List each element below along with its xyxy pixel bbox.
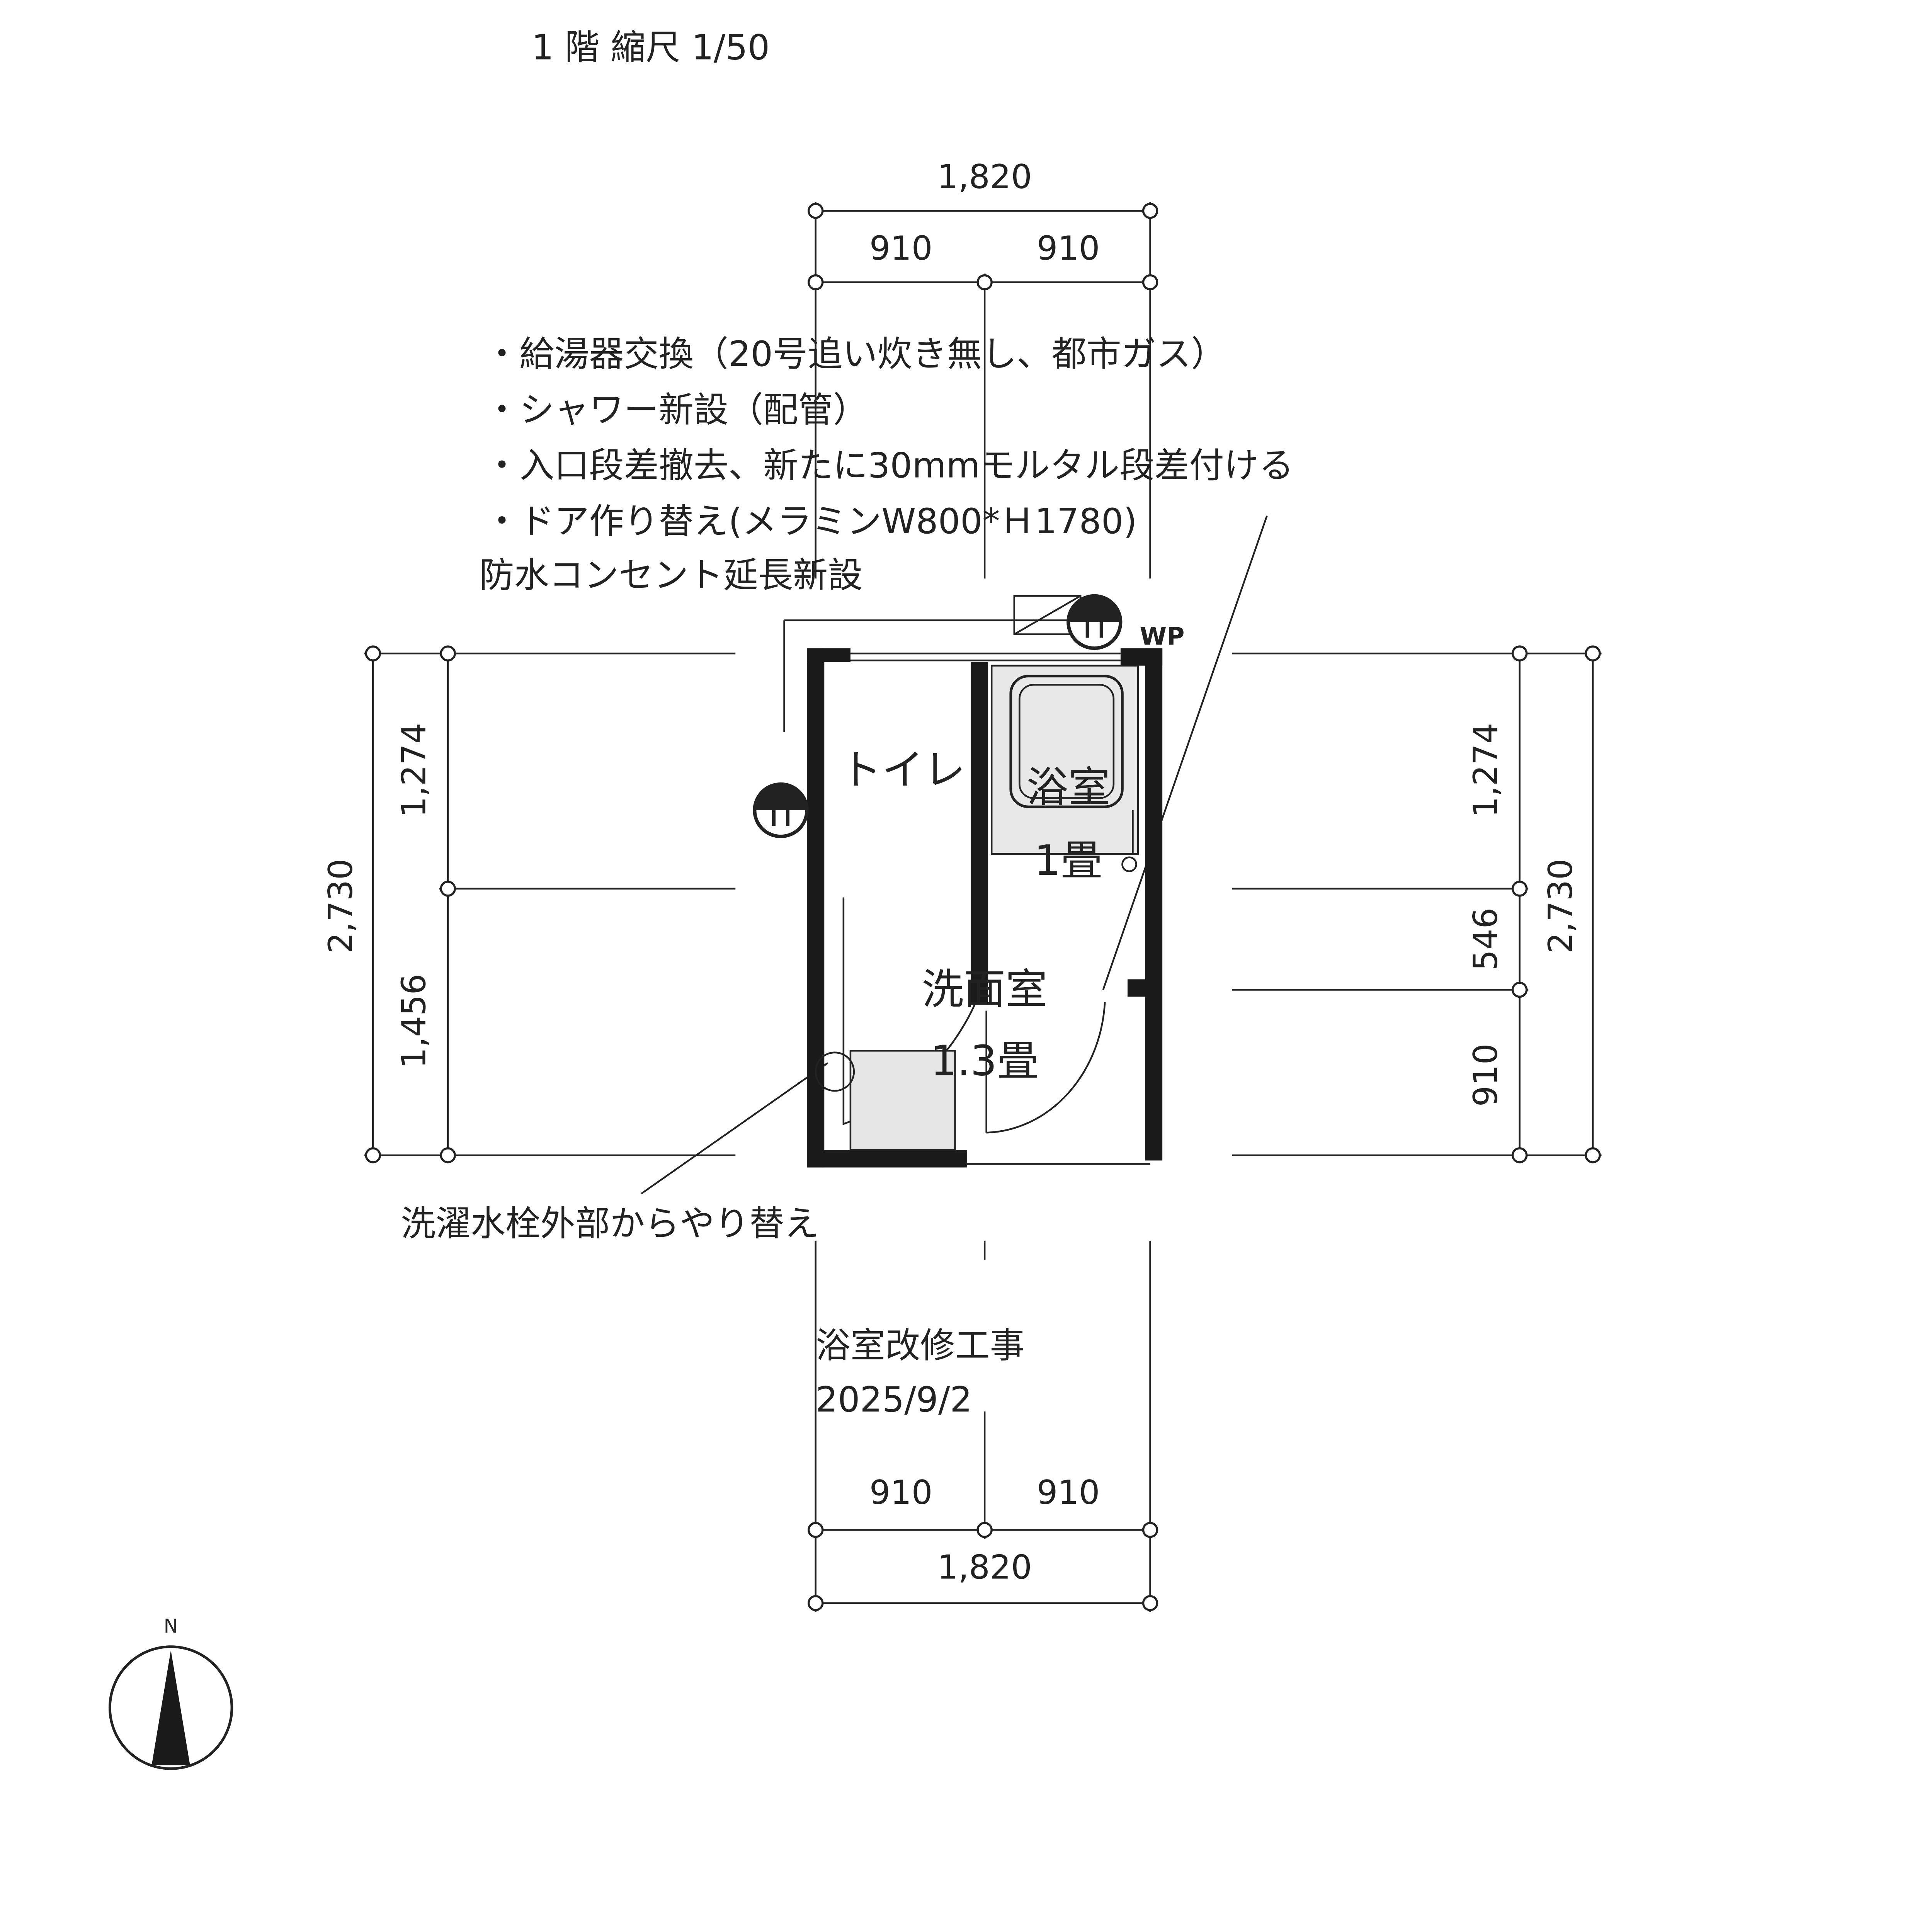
- note-item: ・ドア作り替え(メラミンW800*Ｈ1780): [485, 501, 1137, 542]
- dim-right-upper: 1,274: [1466, 723, 1505, 818]
- dim-left-total: 2,730: [321, 859, 360, 953]
- dim-right-total: 2,730: [1541, 859, 1580, 953]
- dim-bottom-left: 910: [869, 1473, 933, 1512]
- project-name: 浴室改修工事: [816, 1325, 1025, 1366]
- washing-machine: [849, 1050, 956, 1151]
- left-dimensions: 2,730 1,274 1,456: [321, 645, 736, 1163]
- note-item: ・シャワー新設（配管）: [485, 389, 868, 430]
- room-label-washroom: 洗面室: [922, 965, 1048, 1014]
- note-item: ・入口段差撤去、新たに30mmモルタル段差付ける: [485, 446, 1294, 486]
- dim-bottom-total: 1,820: [937, 1548, 1032, 1587]
- drawing-title: 1 階 縮尺 1/50: [532, 27, 770, 68]
- dim-bottom-right: 910: [1037, 1473, 1100, 1512]
- bottom-dimensions: 910 910 1,820: [807, 1240, 1158, 1612]
- top-dimensions: 1,820 910 910: [807, 158, 1158, 579]
- dim-top-total: 1,820: [937, 158, 1032, 196]
- dim-right-middle: 546: [1466, 908, 1505, 971]
- dim-left-upper: 1,274: [395, 723, 434, 818]
- floor-plan-drawing: 1 階 縮尺 1/50 1,820 910 910 ・給湯器交換（20号追い炊き…: [108, 27, 1602, 1770]
- dim-right-lower: 910: [1466, 1044, 1505, 1107]
- plan: [807, 595, 1163, 1168]
- outlet-icon: [1067, 594, 1123, 650]
- north-label: N: [164, 1615, 178, 1638]
- faucet-note: 洗濯水栓外部からやり替え: [401, 1203, 819, 1244]
- dim-left-lower: 1,456: [395, 974, 434, 1068]
- wp-label: WP: [1140, 622, 1185, 651]
- dim-top-left: 910: [869, 229, 933, 268]
- leader-line: [1102, 515, 1268, 990]
- north-arrow-icon: N: [108, 1615, 233, 1770]
- right-dimensions: 1,274 546 910 2,730: [1232, 645, 1602, 1163]
- leader-line: [641, 1062, 828, 1194]
- outlet-note: 防水コンセント延長新設: [479, 555, 862, 596]
- room-size-washroom: 1.3畳: [930, 1036, 1039, 1085]
- note-item: ・給湯器交換（20号追い炊き無し、都市ガス）: [485, 334, 1226, 374]
- room-label-bath: 浴室: [1026, 763, 1110, 811]
- project-date: 2025/9/2: [816, 1379, 972, 1420]
- notes-list: ・給湯器交換（20号追い炊き無し、都市ガス） ・シャワー新設（配管） ・入口段差…: [479, 334, 1294, 596]
- bathtub: [990, 665, 1139, 855]
- room-label-toilet: トイレ: [840, 745, 966, 794]
- room-size-bath: 1畳: [1034, 836, 1102, 885]
- outlet-icon: [753, 782, 809, 838]
- dim-top-right: 910: [1037, 229, 1100, 268]
